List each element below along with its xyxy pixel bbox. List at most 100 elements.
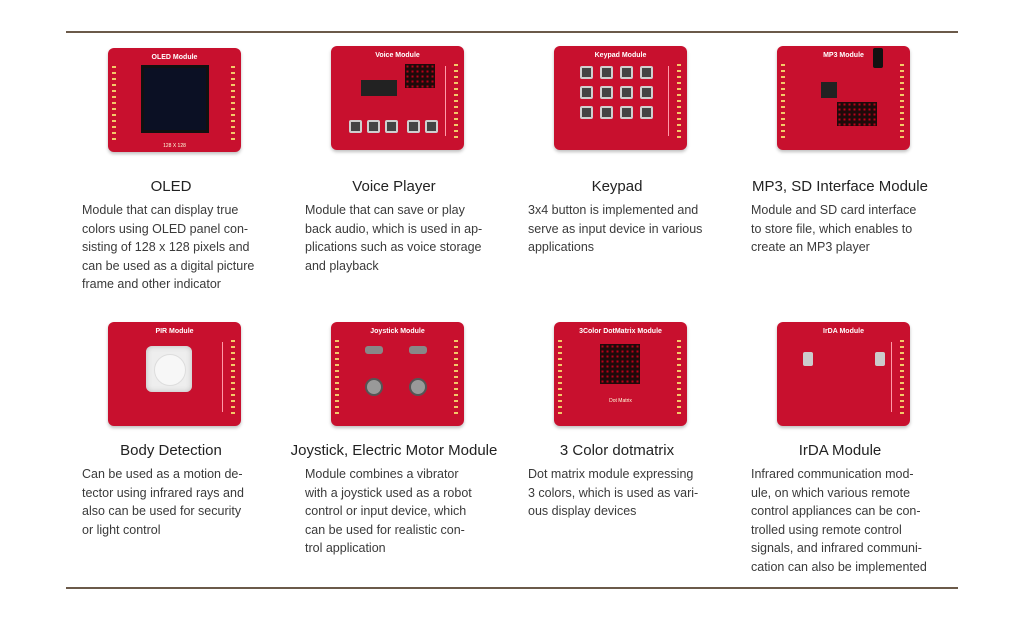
pin-header-right bbox=[900, 64, 904, 138]
desc-line: applications bbox=[528, 240, 595, 254]
voice-button bbox=[367, 120, 380, 133]
key-button bbox=[620, 86, 633, 99]
voice-chip bbox=[361, 80, 397, 96]
pin-header-right bbox=[454, 340, 458, 414]
keypad-board-image: Keypad Module bbox=[554, 46, 687, 150]
desc-line: colors using OLED panel con- bbox=[82, 221, 249, 236]
key-button bbox=[640, 66, 653, 79]
key-button bbox=[620, 106, 633, 119]
key-button bbox=[620, 66, 633, 79]
module-title: MP3, SD Interface Module bbox=[752, 178, 928, 195]
mp3-board-image: MP3 Module bbox=[777, 46, 910, 150]
desc-line: Infrared communication mod- bbox=[751, 467, 914, 481]
key-button bbox=[580, 106, 593, 119]
module-description: Dot matrix module expressing 3 colors, w… bbox=[528, 465, 723, 521]
pin-header-right bbox=[231, 66, 235, 140]
desc-line: plications such as voice storage bbox=[305, 240, 482, 254]
desc-line: 3 colors, which is used as vari- bbox=[528, 485, 699, 500]
board-label: PIR Module bbox=[155, 328, 194, 335]
key-button bbox=[580, 86, 593, 99]
desc-line: Can be used as a motion de- bbox=[82, 467, 243, 481]
board-label: Joystick Module bbox=[370, 328, 425, 335]
desc-line: or light control bbox=[82, 522, 161, 537]
desc-line: ule, on which various remote bbox=[751, 485, 911, 500]
bottom-divider bbox=[66, 587, 958, 589]
trace-pattern bbox=[837, 102, 877, 126]
board-edge bbox=[891, 342, 898, 412]
desc-line: Dot matrix module expressing bbox=[528, 467, 694, 481]
pin-header-right bbox=[900, 340, 904, 414]
vibrator-motor bbox=[409, 346, 427, 354]
board-label: OLED Module bbox=[151, 54, 198, 61]
board-edge bbox=[445, 66, 452, 136]
desc-line: can be used as a digital picture bbox=[82, 258, 255, 273]
pin-header-right bbox=[231, 340, 235, 414]
voice-button bbox=[425, 120, 438, 133]
pir-sensor-dome bbox=[146, 346, 192, 392]
desc-line: frame and other indicator bbox=[82, 277, 221, 291]
module-description: Module and SD card interface to store fi… bbox=[751, 201, 946, 257]
desc-line: trolled using remote control bbox=[751, 522, 902, 537]
voice-button bbox=[385, 120, 398, 133]
board-label: MP3 Module bbox=[823, 52, 864, 59]
desc-line: 3x4 button is implemented and bbox=[528, 203, 699, 217]
desc-line: trol application bbox=[305, 541, 386, 555]
module-title: Keypad bbox=[591, 178, 643, 195]
module-title: Joystick, Electric Motor Module bbox=[290, 442, 498, 459]
oled-board-image: OLED Module 128 X 128 bbox=[108, 48, 241, 152]
module-title: Voice Player bbox=[352, 178, 436, 195]
board-sublabel: Dot Matrix bbox=[609, 398, 632, 404]
module-description: Module that can save or play back audio,… bbox=[305, 201, 500, 275]
desc-line: and playback bbox=[305, 258, 379, 273]
module-description: Infrared communication mod- ule, on whic… bbox=[751, 465, 946, 576]
mp3-chip bbox=[821, 82, 837, 98]
irda-board-image: IrDA Module bbox=[777, 322, 910, 426]
desc-line: Module combines a vibrator bbox=[305, 467, 459, 481]
desc-line: ous display devices bbox=[528, 504, 637, 518]
desc-line: Module and SD card interface bbox=[751, 203, 917, 217]
module-title: IrDA Module bbox=[798, 442, 882, 459]
top-divider bbox=[66, 31, 958, 33]
key-button bbox=[600, 66, 613, 79]
desc-line: Module that can save or play bbox=[305, 203, 465, 217]
module-description: Module combines a vibrator with a joysti… bbox=[305, 465, 500, 558]
module-title: OLED bbox=[150, 178, 192, 195]
pin-header-right bbox=[677, 340, 681, 414]
board-label: 3Color DotMatrix Module bbox=[579, 328, 662, 335]
pin-header-right bbox=[454, 64, 458, 138]
board-sublabel: 128 X 128 bbox=[163, 143, 186, 149]
pin-header-left bbox=[112, 66, 116, 140]
key-button bbox=[640, 106, 653, 119]
voice-button bbox=[407, 120, 420, 133]
voice-button bbox=[349, 120, 362, 133]
desc-line: with a joystick used as a robot bbox=[305, 485, 472, 500]
pin-header-left bbox=[781, 64, 785, 138]
board-label: Voice Module bbox=[375, 52, 420, 59]
key-button bbox=[580, 66, 593, 79]
key-button bbox=[600, 106, 613, 119]
module-description: Can be used as a motion de- tector using… bbox=[82, 465, 277, 539]
desc-line: to store file, which enables to bbox=[751, 221, 913, 236]
desc-line: serve as input device in various bbox=[528, 221, 703, 236]
desc-line: can be used for realistic con- bbox=[305, 522, 465, 537]
desc-line: Module that can display true bbox=[82, 203, 239, 217]
audio-jack bbox=[873, 48, 883, 68]
board-edge bbox=[222, 342, 229, 412]
module-title: Body Detection bbox=[120, 442, 222, 459]
led-matrix bbox=[600, 344, 640, 384]
desc-line: create an MP3 player bbox=[751, 240, 870, 254]
pin-header-right bbox=[677, 64, 681, 138]
joystick-board-image: Joystick Module bbox=[331, 322, 464, 426]
speaker-grid bbox=[405, 64, 435, 88]
board-edge bbox=[668, 66, 675, 136]
joystick-knob bbox=[365, 378, 383, 396]
desc-line: back audio, which is used in ap- bbox=[305, 221, 483, 236]
key-button bbox=[640, 86, 653, 99]
pin-header-left bbox=[558, 340, 562, 414]
desc-line: also can be used for security bbox=[82, 504, 242, 518]
module-title: 3 Color dotmatrix bbox=[559, 442, 675, 459]
ir-receiver bbox=[875, 352, 885, 366]
dotmatrix-board-image: 3Color DotMatrix Module Dot Matrix bbox=[554, 322, 687, 426]
pir-board-image: PIR Module bbox=[108, 322, 241, 426]
desc-line: control appliances can be con- bbox=[751, 504, 921, 518]
